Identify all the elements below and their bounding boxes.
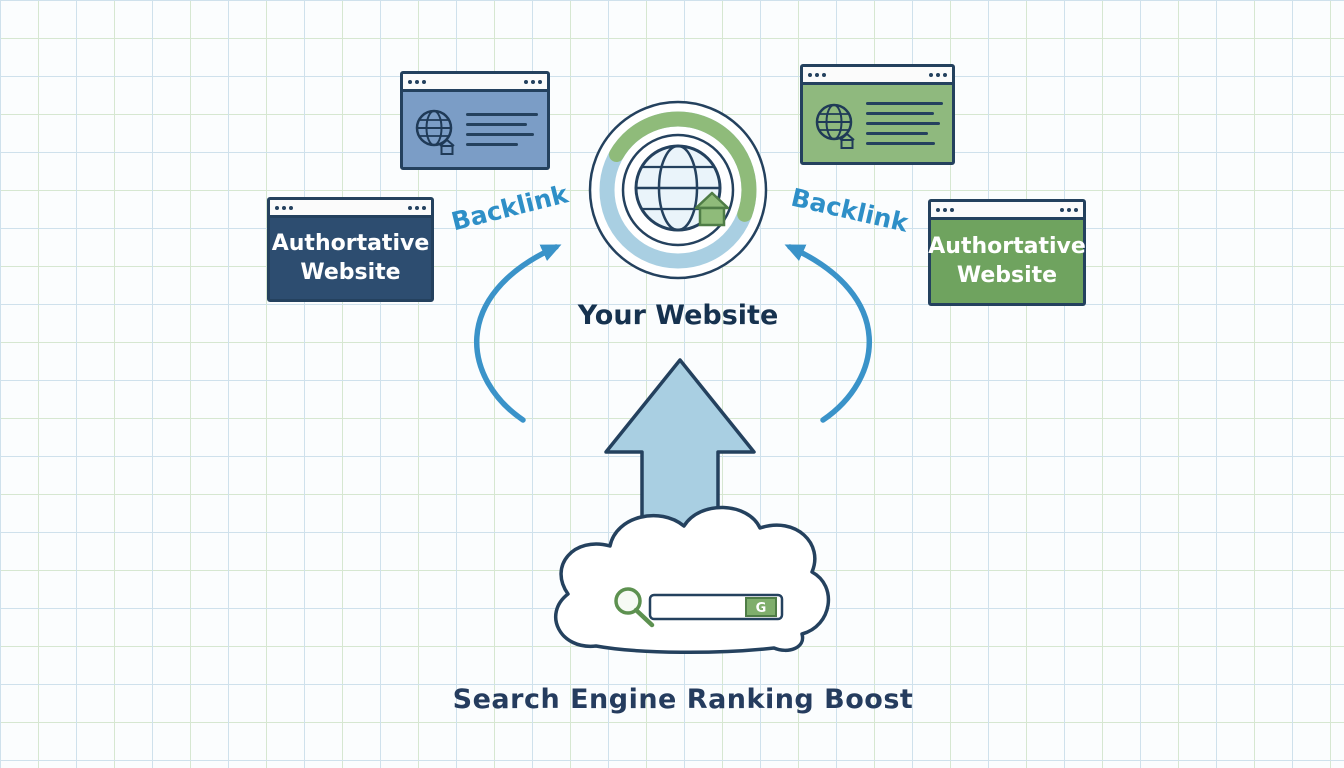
your-website-badge — [588, 100, 768, 280]
house-icon — [694, 191, 730, 227]
window-dots-icon — [408, 205, 426, 210]
search-icon-handle — [633, 607, 655, 628]
card-label-line2: Website — [956, 262, 1058, 288]
search-engine-cloud-icon — [554, 505, 831, 655]
authoritative-website-card-left: Authortative Website — [267, 197, 434, 302]
card-label-line1: Authortative — [271, 230, 430, 256]
window-dots-icon — [1060, 207, 1078, 212]
referring-site-card-top-left — [400, 71, 550, 170]
backlink-arrow-left — [473, 244, 562, 423]
referring-site-card-top-right — [800, 64, 955, 165]
browser-header — [931, 202, 1083, 220]
text-lines — [866, 102, 943, 145]
window-dots-icon — [929, 72, 947, 77]
browser-header — [403, 74, 547, 92]
window-dots-icon — [275, 205, 293, 210]
backlink-arrow-right — [784, 244, 873, 423]
window-dots-icon — [808, 72, 826, 77]
globe-icon — [415, 109, 455, 155]
browser-header — [803, 67, 952, 85]
google-badge-box — [745, 597, 777, 617]
card-label-line1: Authortative — [928, 233, 1086, 259]
window-dots-icon — [408, 79, 426, 84]
browser-header — [270, 200, 431, 218]
text-lines — [466, 113, 538, 146]
diagram-caption: Search Engine Ranking Boost — [452, 684, 914, 715]
window-dots-icon — [936, 207, 954, 212]
authoritative-website-card-right: Authortative Website — [928, 199, 1086, 306]
search-icon — [614, 587, 642, 615]
window-dots-icon — [524, 79, 542, 84]
globe-icon — [815, 103, 855, 149]
your-website-label: Your Website — [577, 300, 779, 331]
card-label-line2: Website — [300, 259, 401, 285]
google-badge-letter: G — [756, 601, 767, 616]
